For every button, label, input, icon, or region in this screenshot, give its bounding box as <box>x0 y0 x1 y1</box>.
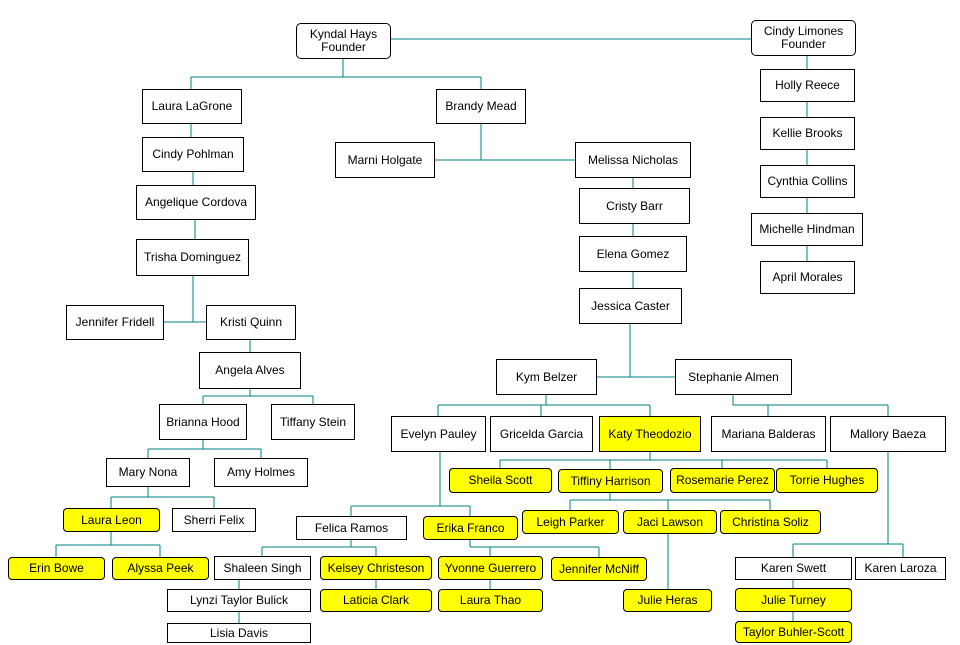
node-elena-gomez[interactable]: Elena Gomez <box>579 236 687 272</box>
node-kristi-quinn[interactable]: Kristi Quinn <box>206 305 296 340</box>
node-tiffiny-harrison[interactable]: Tiffiny Harrison <box>558 469 663 493</box>
node-cindy-pohlman[interactable]: Cindy Pohlman <box>142 137 244 172</box>
node-cristy-barr[interactable]: Cristy Barr <box>579 188 690 224</box>
node-shaleen-singh[interactable]: Shaleen Singh <box>214 556 311 580</box>
node-marni-holgate[interactable]: Marni Holgate <box>335 142 435 178</box>
node-yvonne-guerrero[interactable]: Yvonne Guerrero <box>438 556 543 580</box>
node-angelique-cordova[interactable]: Angelique Cordova <box>136 185 256 220</box>
node-laticia-clark[interactable]: Laticia Clark <box>320 589 432 612</box>
node-tiffany-stein[interactable]: Tiffany Stein <box>271 404 355 440</box>
node-stephanie-almen[interactable]: Stephanie Almen <box>675 359 792 395</box>
node-lisia-davis[interactable]: Lisia Davis <box>167 623 311 643</box>
node-brianna-hood[interactable]: Brianna Hood <box>159 404 247 440</box>
node-evelyn-pauley[interactable]: Evelyn Pauley <box>391 416 486 452</box>
node-cindy-limones[interactable]: Cindy Limones Founder <box>751 20 856 56</box>
node-kyndal-hays[interactable]: Kyndal Hays Founder <box>296 23 391 59</box>
node-trisha-dominguez[interactable]: Trisha Dominguez <box>136 239 249 276</box>
node-alyssa-peek[interactable]: Alyssa Peek <box>112 557 209 580</box>
node-rosemarie-perez[interactable]: Rosemarie Perez <box>670 468 775 493</box>
node-taylor-buhler-scott[interactable]: Taylor Buhler-Scott <box>735 621 852 643</box>
node-role: Founder <box>781 37 826 51</box>
node-lynzi-taylor-bulick[interactable]: Lynzi Taylor Bulick <box>167 589 311 612</box>
node-jessica-caster[interactable]: Jessica Caster <box>579 288 682 324</box>
node-christina-soliz[interactable]: Christina Soliz <box>720 510 821 534</box>
node-torrie-hughes[interactable]: Torrie Hughes <box>776 468 878 493</box>
node-brandy-mead[interactable]: Brandy Mead <box>436 89 526 124</box>
node-jennifer-mcniff[interactable]: Jennifer McNiff <box>551 557 647 581</box>
node-kelsey-christeson[interactable]: Kelsey Christeson <box>320 556 432 580</box>
node-april-morales[interactable]: April Morales <box>760 261 855 294</box>
node-jaci-lawson[interactable]: Jaci Lawson <box>623 510 717 534</box>
node-karen-swett[interactable]: Karen Swett <box>735 557 852 580</box>
node-gricelda-garcia[interactable]: Gricelda Garcia <box>490 416 593 452</box>
node-mariana-balderas[interactable]: Mariana Balderas <box>711 416 826 452</box>
node-kellie-brooks[interactable]: Kellie Brooks <box>760 117 855 150</box>
node-name: Kyndal Hays <box>309 27 378 41</box>
node-role: Founder <box>321 40 366 54</box>
node-erin-bowe[interactable]: Erin Bowe <box>8 557 105 580</box>
node-katy-theodozio[interactable]: Katy Theodozio <box>599 416 701 452</box>
node-mallory-baeza[interactable]: Mallory Baeza <box>830 416 946 452</box>
node-angela-alves[interactable]: Angela Alves <box>199 352 301 389</box>
node-holly-reece[interactable]: Holly Reece <box>760 69 855 102</box>
node-julie-turney[interactable]: Julie Turney <box>735 588 852 612</box>
node-sheila-scott[interactable]: Sheila Scott <box>449 468 552 493</box>
node-name: Cindy Limones <box>763 24 844 38</box>
node-sherri-felix[interactable]: Sherri Felix <box>172 508 256 532</box>
node-felica-ramos[interactable]: Felica Ramos <box>296 516 407 540</box>
node-michelle-hindman[interactable]: Michelle Hindman <box>751 213 863 246</box>
node-laura-leon[interactable]: Laura Leon <box>63 508 160 532</box>
node-erika-franco[interactable]: Erika Franco <box>423 516 518 540</box>
node-mary-nona[interactable]: Mary Nona <box>106 458 190 487</box>
node-leigh-parker[interactable]: Leigh Parker <box>522 510 619 534</box>
node-melissa-nicholas[interactable]: Melissa Nicholas <box>575 142 691 178</box>
node-karen-laroza[interactable]: Karen Laroza <box>855 557 946 580</box>
node-amy-holmes[interactable]: Amy Holmes <box>214 458 308 487</box>
node-julie-heras[interactable]: Julie Heras <box>623 589 712 612</box>
node-laura-lagrone[interactable]: Laura LaGrone <box>142 89 242 124</box>
node-jennifer-fridell[interactable]: Jennifer Fridell <box>66 305 164 340</box>
node-laura-thao[interactable]: Laura Thao <box>438 589 543 612</box>
node-kym-belzer[interactable]: Kym Belzer <box>496 359 597 395</box>
node-cynthia-collins[interactable]: Cynthia Collins <box>760 165 855 198</box>
